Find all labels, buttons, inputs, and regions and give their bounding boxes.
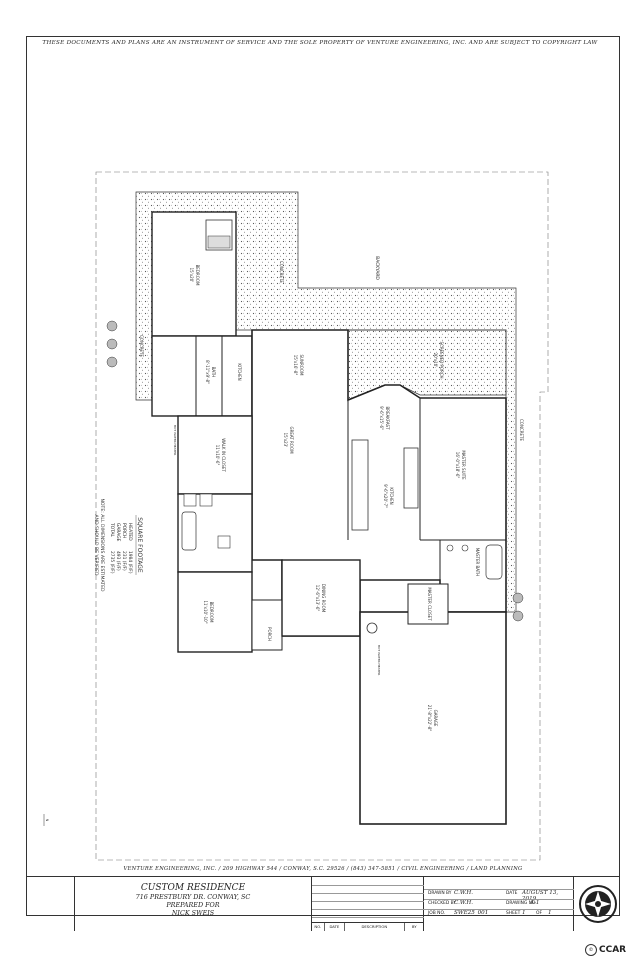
label-bath: BATH xyxy=(211,367,216,378)
sheet-total: 1 xyxy=(548,910,552,916)
prepared-for-label: PREPARED FOR xyxy=(166,901,220,909)
label-kitchen: KITCHEN xyxy=(389,487,394,504)
label-breakfast: BREAKFAST xyxy=(385,406,390,430)
label-master-suite: MASTER SUITE xyxy=(461,450,466,480)
label-bedroom-2-dim: 11'x10'-10" xyxy=(203,600,208,623)
svg-text:NOTE: ALL DIMENSIONS ARE ESTIM: NOTE: ALL DIMENSIONS ARE ESTIMATED xyxy=(99,498,105,592)
label-dining: DINING ROOM xyxy=(321,584,326,613)
svg-text:HEATED: HEATED xyxy=(127,523,133,541)
svg-text:AND SHOULD BE VERIFIED: AND SHOULD BE VERIFIED xyxy=(93,514,99,575)
label-sunroom-dim: 15'x16'-8" xyxy=(293,355,298,376)
svg-text:2735 (F/F): 2735 (F/F) xyxy=(109,551,115,574)
copyright-circle-icon: © xyxy=(585,944,597,956)
label-hot-water-heater-2: HOT WATER HEATER xyxy=(377,645,381,676)
screened-porch-area xyxy=(347,329,507,401)
label-garage-dim: 21'-8"x22'-8" xyxy=(427,705,432,732)
kitchen-island xyxy=(351,439,369,531)
label-master-closet: MASTER CLOSET xyxy=(427,587,432,621)
project-title-box: CUSTOM RESIDENCE 716 PRESTBURY DR. CONWA… xyxy=(74,877,312,931)
label-screened-porch-dim: 20'x10' xyxy=(433,353,438,368)
svg-text:493 (F/F): 493 (F/F) xyxy=(115,551,121,571)
shrubs xyxy=(106,320,524,622)
label-walk-in-closet: WALK IN CLOSET xyxy=(221,438,226,472)
master-closet xyxy=(407,583,449,625)
label-concrete-1: CONCRETE xyxy=(279,261,284,283)
label-screened-porch: SCREENED PORCH xyxy=(439,342,444,379)
north-arrow-icon: N xyxy=(43,814,49,826)
label-great-room: GREAT ROOM xyxy=(289,426,294,454)
label-hot-water-heater-1: HOT WATER HEATER xyxy=(173,425,177,456)
label-bedroom-2: BEDROOM xyxy=(209,602,214,623)
job-number: SWE25_001 xyxy=(454,910,489,916)
label-garage: GARAGE xyxy=(433,710,438,727)
watermark-text: CCAR xyxy=(599,945,627,955)
svg-text:TOTAL: TOTAL xyxy=(109,522,115,537)
venture-engineering-logo-icon xyxy=(579,885,617,923)
svg-text:1984 (F/F): 1984 (F/F) xyxy=(127,551,133,574)
drawing-info: DRAWN BY C.W.H. DATE AUGUST 13, 2019 CHE… xyxy=(424,877,574,931)
label-master-bath: MASTER BATH xyxy=(475,548,480,576)
label-concrete-3: CONCRETE xyxy=(519,419,524,441)
porch xyxy=(251,599,283,651)
square-footage-table: SQUARE FOOTAGE HEATED 1984 (F/F) PORCH 2… xyxy=(93,498,143,592)
svg-text:SQUARE FOOTAGE: SQUARE FOOTAGE xyxy=(136,517,143,573)
project-address: 716 PRESTBURY DR. CONWAY, SC xyxy=(135,893,251,901)
label-walk-in-closet-dim: 11'x10'-6" xyxy=(215,445,220,466)
sheet-number: 1 xyxy=(522,910,526,916)
label-concrete-2: CONCRETE xyxy=(139,335,144,357)
label-kitchenette: KITCHEN xyxy=(237,363,242,380)
revision-header: NO. DATE DESCRIPTION BY xyxy=(312,922,424,931)
project-title: CUSTOM RESIDENCE xyxy=(140,883,246,893)
copyright-notice: THESE DOCUMENTS AND PLANS ARE AN INSTRUM… xyxy=(42,40,598,46)
title-block: CUSTOM RESIDENCE 716 PRESTBURY DR. CONWA… xyxy=(26,876,620,931)
walk-in-closet xyxy=(177,415,253,495)
engineering-footer-line: VENTURE ENGINEERING, INC. / 209 HIGHWAY … xyxy=(123,866,523,872)
label-bath-dim: 8'-11"x9'-8" xyxy=(205,360,210,384)
label-kitchen-dim: 9'-6"x20'-7" xyxy=(383,484,388,508)
ccar-watermark: © CCAR xyxy=(585,944,626,956)
drawing-number: A-1 xyxy=(530,900,540,906)
client-name: NICK SWEIS xyxy=(171,909,215,917)
label-backyard: BACKYARD xyxy=(374,256,380,280)
svg-text:GARAGE: GARAGE xyxy=(115,523,121,542)
master-tub xyxy=(485,544,503,580)
bath-area xyxy=(151,335,253,417)
revision-table: NO. DATE DESCRIPTION BY xyxy=(312,877,424,931)
svg-text:PORCH: PORCH xyxy=(121,523,127,538)
svg-text:231 (F/F): 231 (F/F) xyxy=(121,551,127,571)
label-dining-dim: 12'-6"x13'-6" xyxy=(315,585,320,612)
drawn-by: C.W.H. xyxy=(454,890,474,896)
label-porch: PORCH xyxy=(267,627,272,641)
drawing-sheet-border xyxy=(26,36,620,916)
label-bedroom-dim: 15'x20' xyxy=(189,268,194,283)
property-line xyxy=(95,171,549,861)
label-sunroom: SUNROOM xyxy=(299,355,304,377)
svg-text:N: N xyxy=(45,819,49,822)
bedroom-2 xyxy=(177,571,253,653)
checked-by: C.W.H. xyxy=(454,900,474,906)
dining-room xyxy=(281,559,361,637)
label-breakfast-dim: 9'-6"x15'-6" xyxy=(379,406,384,430)
label-master-suite-dim: 16'-0"x18'-6" xyxy=(455,452,460,479)
garage xyxy=(359,611,507,825)
label-bedroom: BEDROOM xyxy=(195,265,200,286)
label-great-room-dim: 15'x23' xyxy=(283,433,288,448)
